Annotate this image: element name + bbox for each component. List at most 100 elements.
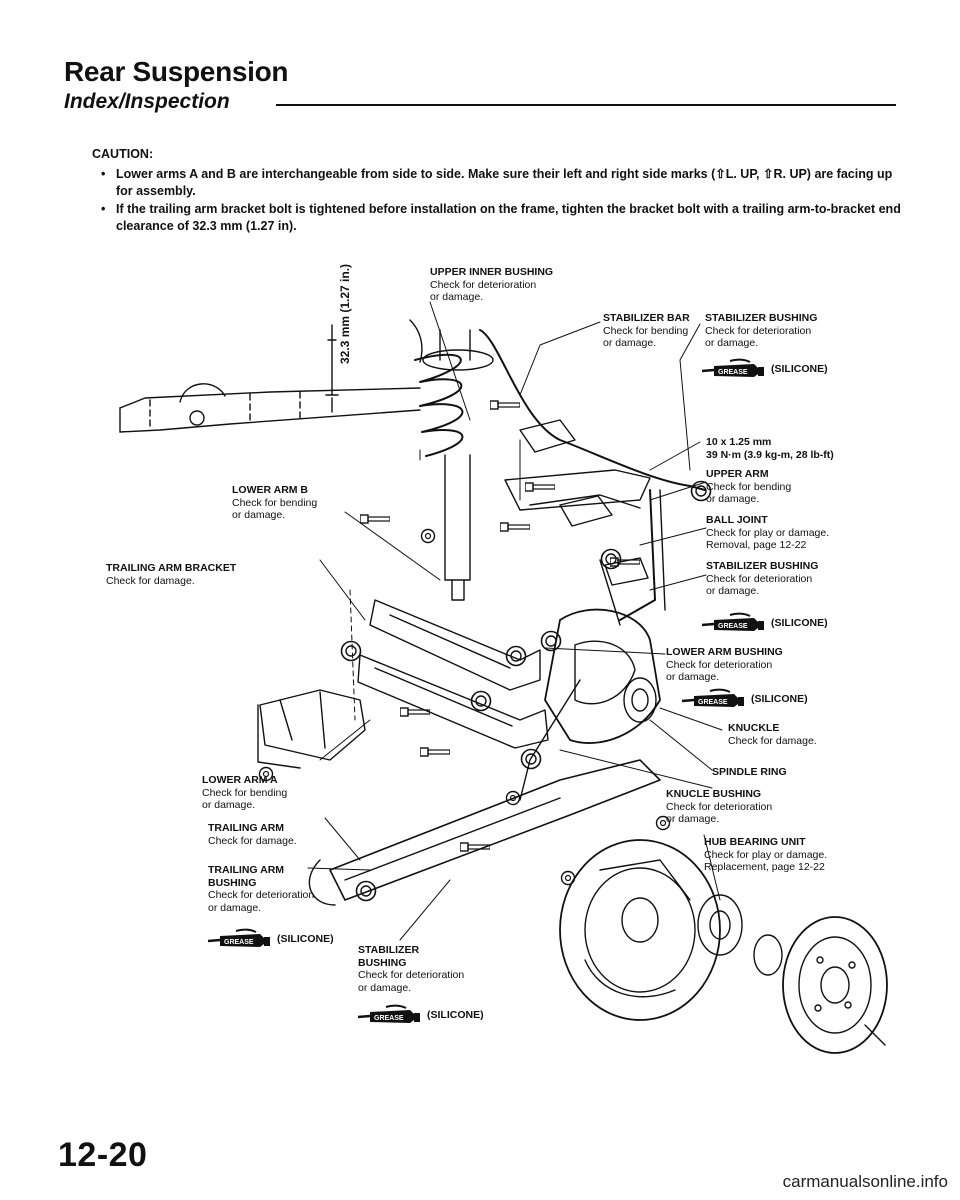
callout-name: TRAILING ARM [208, 864, 285, 876]
callout-desc: Check for deterioration [706, 572, 813, 585]
callout-desc: or damage. [202, 799, 256, 811]
svg-text:GREASE: GREASE [224, 939, 254, 946]
callout-knuckle: KNUCKLE Check for damage. [728, 722, 817, 747]
grease-note-lower-arm-bushing: GREASE (SILICONE) [680, 688, 808, 710]
callout-name: STABILIZER BUSHING [706, 560, 819, 572]
callout-desc: Check for damage. [106, 574, 195, 587]
clearance-dimension: 32.3 mm (1.27 in.) [338, 264, 352, 364]
callout-desc: or damage. [706, 493, 760, 505]
callout-stabilizer-bushing-top: STABILIZER BUSHING Check for deteriorati… [705, 312, 817, 350]
callout-lower-arm-bushing: LOWER ARM BUSHING Check for deterioratio… [666, 646, 783, 684]
callout-desc: Check for bending [603, 324, 689, 337]
callout-spindle-ring: SPINDLE RING [712, 766, 787, 779]
callout-trailing-arm-bushing: TRAILING ARM BUSHING Check for deteriora… [208, 864, 314, 914]
callout-knuckle-bushing: KNUCLE BUSHING Check for deterioration o… [666, 788, 772, 826]
callout-desc: Check for bending [232, 496, 318, 509]
bolt-size: 10 x 1.25 mm [706, 436, 772, 448]
callout-desc: Removal, page 12-22 [706, 539, 807, 551]
grease-type: (SILICONE) [751, 693, 808, 705]
callout-name: BUSHING [358, 956, 407, 969]
grease-tube-icon: GREASE [207, 928, 270, 947]
grease-tube-icon: GREASE [701, 358, 764, 377]
callout-desc: Check for play or damage. [704, 848, 828, 861]
callout-desc: Check for damage. [728, 734, 817, 747]
callout-name: TRAILING ARM BRACKET [106, 562, 237, 574]
callout-desc: or damage. [705, 337, 759, 349]
caution-item: Lower arms A and B are interchangeable f… [101, 166, 912, 200]
svg-text:GREASE: GREASE [718, 623, 748, 630]
watermark: carmanualsonline.info [782, 1172, 948, 1191]
callout-name: LOWER ARM A [202, 774, 278, 786]
callout-desc: Check for deterioration [666, 800, 773, 813]
callout-desc: Check for bending [202, 786, 288, 799]
callout-name: STABILIZER BAR [603, 312, 690, 324]
callout-desc: or damage. [666, 813, 720, 825]
callout-ball-joint: BALL JOINT Check for play or damage. Rem… [706, 514, 829, 552]
dimension-mm: 32.3 mm [338, 315, 352, 364]
caution-title: CAUTION: [92, 147, 154, 161]
grease-tube-icon: GREASE [701, 612, 764, 631]
callout-torque-spec: 10 x 1.25 mm 39 N·m (3.9 kg-m, 28 lb-ft) [706, 436, 834, 461]
callout-desc: or damage. [666, 671, 720, 683]
callout-desc: Check for deterioration [358, 969, 465, 981]
callout-desc: or damage. [358, 981, 412, 994]
dimension-in: (1.27 in.) [338, 263, 352, 313]
callout-trailing-arm-bracket: TRAILING ARM BRACKET Check for damage. [106, 562, 236, 587]
grease-tube-icon: GREASE [357, 1004, 420, 1023]
caution-block: CAUTION: Lower arms A and B are intercha… [92, 146, 912, 236]
callout-upper-inner-bushing: UPPER INNER BUSHING Check for deteriorat… [430, 266, 553, 304]
callout-desc: or damage. [232, 509, 286, 521]
caution-list: Lower arms A and B are interchangeable f… [92, 166, 912, 235]
callout-name: HUB BEARING UNIT [704, 836, 806, 848]
callout-name: BALL JOINT [706, 514, 768, 526]
callout-desc: Check for deterioration [430, 278, 537, 291]
callout-name: SPINDLE RING [712, 766, 787, 778]
callout-desc: Replacement, page 12-22 [704, 861, 825, 873]
grease-note-stabilizer-bushing-bottom: GREASE (SILICONE) [356, 1004, 484, 1026]
callout-desc: or damage. [706, 585, 760, 597]
callout-desc: Check for deterioration [208, 889, 315, 901]
page-title: Rear Suspension [64, 56, 289, 87]
callout-desc: or damage. [603, 337, 657, 349]
callout-desc: Check for deterioration [705, 324, 812, 337]
grease-type: (SILICONE) [771, 363, 828, 375]
callout-name: UPPER ARM [706, 468, 769, 480]
callout-name: UPPER INNER BUSHING [430, 266, 554, 278]
callout-name: KNUCKLE [728, 722, 780, 734]
grease-type: (SILICONE) [427, 1009, 484, 1021]
grease-tube-icon: GREASE [681, 688, 744, 707]
grease-type: (SILICONE) [771, 617, 828, 629]
callout-name: BUSHING [208, 876, 257, 889]
svg-text:GREASE: GREASE [374, 1015, 404, 1022]
callout-desc: Check for bending [706, 480, 792, 493]
callout-name: TRAILING ARM [208, 822, 285, 834]
section-rule [276, 104, 896, 106]
callout-lower-arm-a: LOWER ARM A Check for bending or damage. [202, 774, 287, 812]
callout-stabilizer-bar: STABILIZER BAR Check for bending or dama… [603, 312, 690, 350]
callout-desc: or damage. [208, 901, 262, 914]
page-number: 12-20 [58, 1136, 148, 1174]
callout-stabilizer-bushing-mid: STABILIZER BUSHING Check for deteriorati… [706, 560, 818, 598]
callout-name: KNUCLE BUSHING [666, 788, 762, 800]
callout-name: STABILIZER BUSHING [705, 312, 818, 324]
callout-desc: Check for play or damage. [706, 526, 830, 539]
grease-note-trailing-arm-bushing: GREASE (SILICONE) [206, 928, 334, 950]
caution-item: If the trailing arm bracket bolt is tigh… [101, 201, 912, 235]
callout-desc: Check for deterioration [666, 658, 773, 671]
callout-desc: or damage. [430, 291, 484, 303]
torque-value: 39 N·m (3.9 kg-m, 28 lb-ft) [706, 448, 834, 461]
grease-note-stabilizer-bushing-mid: GREASE (SILICONE) [700, 612, 828, 634]
callout-hub-bearing-unit: HUB BEARING UNIT Check for play or damag… [704, 836, 827, 874]
grease-note-stabilizer-bushing-top: GREASE (SILICONE) [700, 358, 828, 380]
callout-name: LOWER ARM B [232, 484, 309, 496]
callout-name: STABILIZER [358, 944, 420, 956]
svg-text:GREASE: GREASE [718, 369, 748, 376]
callout-upper-arm: UPPER ARM Check for bending or damage. [706, 468, 791, 506]
callout-lower-arm-b: LOWER ARM B Check for bending or damage. [232, 484, 317, 522]
svg-text:GREASE: GREASE [698, 699, 728, 706]
grease-type: (SILICONE) [277, 933, 334, 945]
callout-trailing-arm: TRAILING ARM Check for damage. [208, 822, 297, 847]
callout-desc: Check for damage. [208, 834, 297, 847]
callout-stabilizer-bushing-bottom: STABILIZER BUSHING Check for deteriorati… [358, 944, 464, 994]
